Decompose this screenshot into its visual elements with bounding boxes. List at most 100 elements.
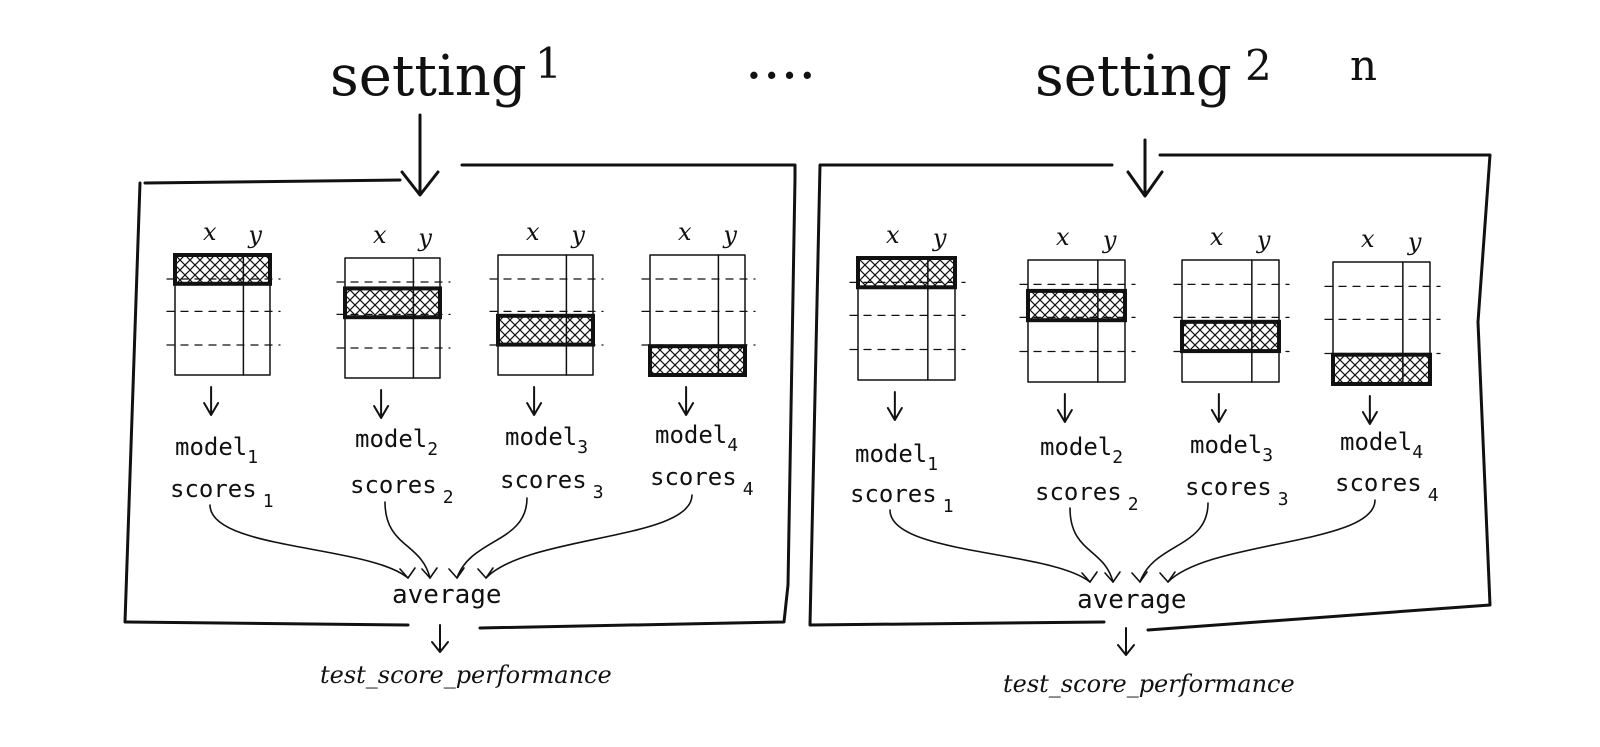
x-column-label: x — [373, 221, 387, 249]
test-fold-highlight — [1180, 319, 1281, 354]
model-subscript: 2 — [1112, 447, 1123, 468]
setting-2-input-arrow — [1126, 138, 1164, 198]
scores-subscript: 1 — [943, 496, 954, 517]
model-subscript: 2 — [427, 439, 438, 460]
ellipsis: .... — [745, 27, 816, 92]
fold-to-model-arrow — [373, 389, 390, 419]
fold-to-model-arrow — [1056, 393, 1073, 423]
scores-subscript: 3 — [593, 482, 604, 503]
scores-to-average-arrow — [384, 501, 431, 579]
arrowhead — [399, 567, 416, 579]
scores-subscript: 4 — [743, 479, 754, 500]
y-column-label: y — [722, 221, 737, 249]
arrowhead — [1104, 571, 1121, 583]
arrowhead — [1159, 571, 1176, 583]
arrowhead — [1081, 571, 1098, 583]
setting-1-panel — [123, 113, 797, 630]
setting-2-number: 2 — [1245, 41, 1272, 90]
setting-2-frame — [808, 153, 1492, 632]
x-column-label: x — [678, 218, 692, 246]
setting-2-result-label: test_score_performance — [1003, 670, 1295, 698]
setting-1-frame — [123, 163, 797, 630]
model-label: model1 — [855, 440, 938, 475]
test-fold-highlight — [856, 256, 957, 290]
fold-to-model-arrow — [526, 386, 543, 416]
setting-1-title: setting — [330, 44, 527, 109]
arrowhead — [448, 567, 465, 579]
test-fold-highlight — [1026, 288, 1127, 323]
model-subscript: 4 — [727, 435, 738, 456]
fold-to-model-arrow — [203, 386, 220, 416]
scores-to-average-arrow — [1069, 507, 1114, 583]
scores-to-average-arrow — [1167, 499, 1376, 583]
setting-1-result-arrow — [431, 624, 449, 653]
setting-1-result-label: test_score_performance — [320, 661, 612, 689]
scores-to-average-arrow — [889, 509, 1091, 583]
setting-1-input-arrow — [400, 113, 440, 197]
setting-n-label: n — [1350, 41, 1377, 90]
scores-to-average-arrow — [209, 504, 409, 579]
model-subscript: 3 — [1262, 445, 1273, 466]
arrowhead — [477, 567, 494, 579]
model-label: model1 — [175, 433, 258, 468]
setting-2-panel — [808, 138, 1492, 632]
fold-to-model-arrow — [1361, 395, 1378, 425]
fold-to-model-arrow — [1210, 393, 1227, 423]
test-fold-highlight — [648, 344, 747, 378]
arrowhead — [421, 567, 438, 579]
setting-2-result-arrow — [1117, 627, 1135, 656]
scores-to-average-arrow — [485, 494, 693, 579]
model-label: model3 — [1190, 431, 1273, 466]
setting-1-number: 1 — [535, 39, 562, 88]
x-column-label: x — [1210, 223, 1224, 251]
y-column-label: y — [1407, 228, 1422, 256]
y-column-label: y — [570, 221, 585, 249]
x-column-label: x — [1056, 223, 1070, 251]
model-subscript: 1 — [927, 454, 938, 475]
y-column-label: y — [1102, 226, 1117, 254]
model-subscript: 1 — [247, 447, 258, 468]
x-column-label: x — [526, 218, 540, 246]
model-label: model2 — [355, 425, 438, 460]
x-column-label: x — [886, 221, 900, 249]
model-label: model2 — [1040, 433, 1123, 468]
test-fold-highlight — [173, 253, 272, 286]
scores-subscript: 2 — [443, 487, 454, 508]
model-label: model4 — [1340, 428, 1423, 463]
y-column-label: y — [417, 224, 432, 252]
setting-1-average-label: average — [392, 580, 502, 610]
y-column-label: y — [247, 221, 262, 249]
setting-2-average-label: average — [1077, 585, 1187, 615]
scores-to-average-arrow — [456, 497, 528, 579]
model-subscript: 3 — [577, 437, 588, 458]
arrowhead — [1131, 571, 1148, 583]
scores-subscript: 2 — [1128, 494, 1139, 515]
scores-subscript: 1 — [263, 491, 274, 512]
model-subscript: 4 — [1412, 442, 1423, 463]
fold-to-model-arrow — [886, 391, 903, 421]
test-fold-highlight — [496, 313, 595, 347]
model-label: model3 — [505, 423, 588, 458]
test-fold-highlight — [343, 286, 442, 320]
scores-to-average-arrow — [1139, 502, 1209, 583]
y-column-label: y — [932, 224, 947, 252]
setting-2-title: setting — [1035, 44, 1232, 109]
scores-subscript: 3 — [1278, 489, 1289, 510]
test-fold-highlight — [1331, 352, 1432, 387]
y-column-label: y — [1256, 226, 1271, 254]
